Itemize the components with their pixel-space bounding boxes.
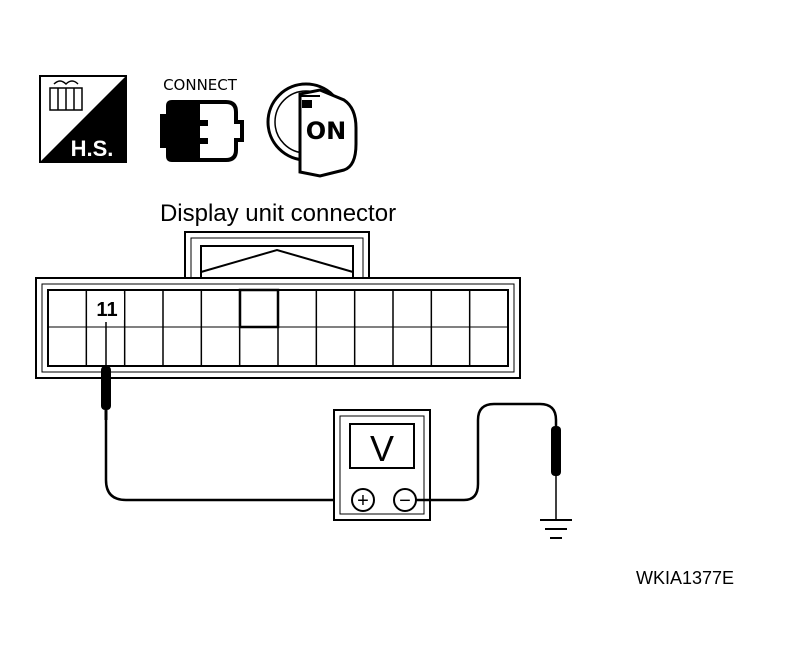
reference-code: WKIA1377E bbox=[636, 568, 734, 588]
ignition-key-icon: ON bbox=[266, 82, 358, 178]
terminal-number: 11 bbox=[96, 299, 117, 321]
connect-label: CONNECT bbox=[163, 76, 238, 94]
negative-probe bbox=[551, 426, 561, 520]
plus-sign: + bbox=[357, 490, 369, 512]
voltmeter: V + − bbox=[333, 409, 431, 521]
negative-lead-wire bbox=[416, 402, 558, 502]
key-on-label: ON bbox=[306, 117, 347, 145]
voltmeter-display: V bbox=[370, 428, 394, 469]
positive-probe bbox=[101, 322, 111, 420]
plus-terminal bbox=[351, 488, 375, 512]
connector-title: Display unit connector bbox=[160, 200, 396, 227]
hs-label: H.S. bbox=[71, 136, 114, 161]
ground-icon bbox=[540, 519, 572, 539]
connect-icon: CONNECT bbox=[160, 76, 244, 162]
positive-lead-wire bbox=[104, 420, 352, 502]
harness-side-icon: H.S. bbox=[39, 75, 127, 163]
connector-sketch-icon bbox=[49, 80, 83, 111]
display-unit-connector: 11 bbox=[35, 231, 521, 379]
minus-sign: − bbox=[399, 490, 411, 512]
